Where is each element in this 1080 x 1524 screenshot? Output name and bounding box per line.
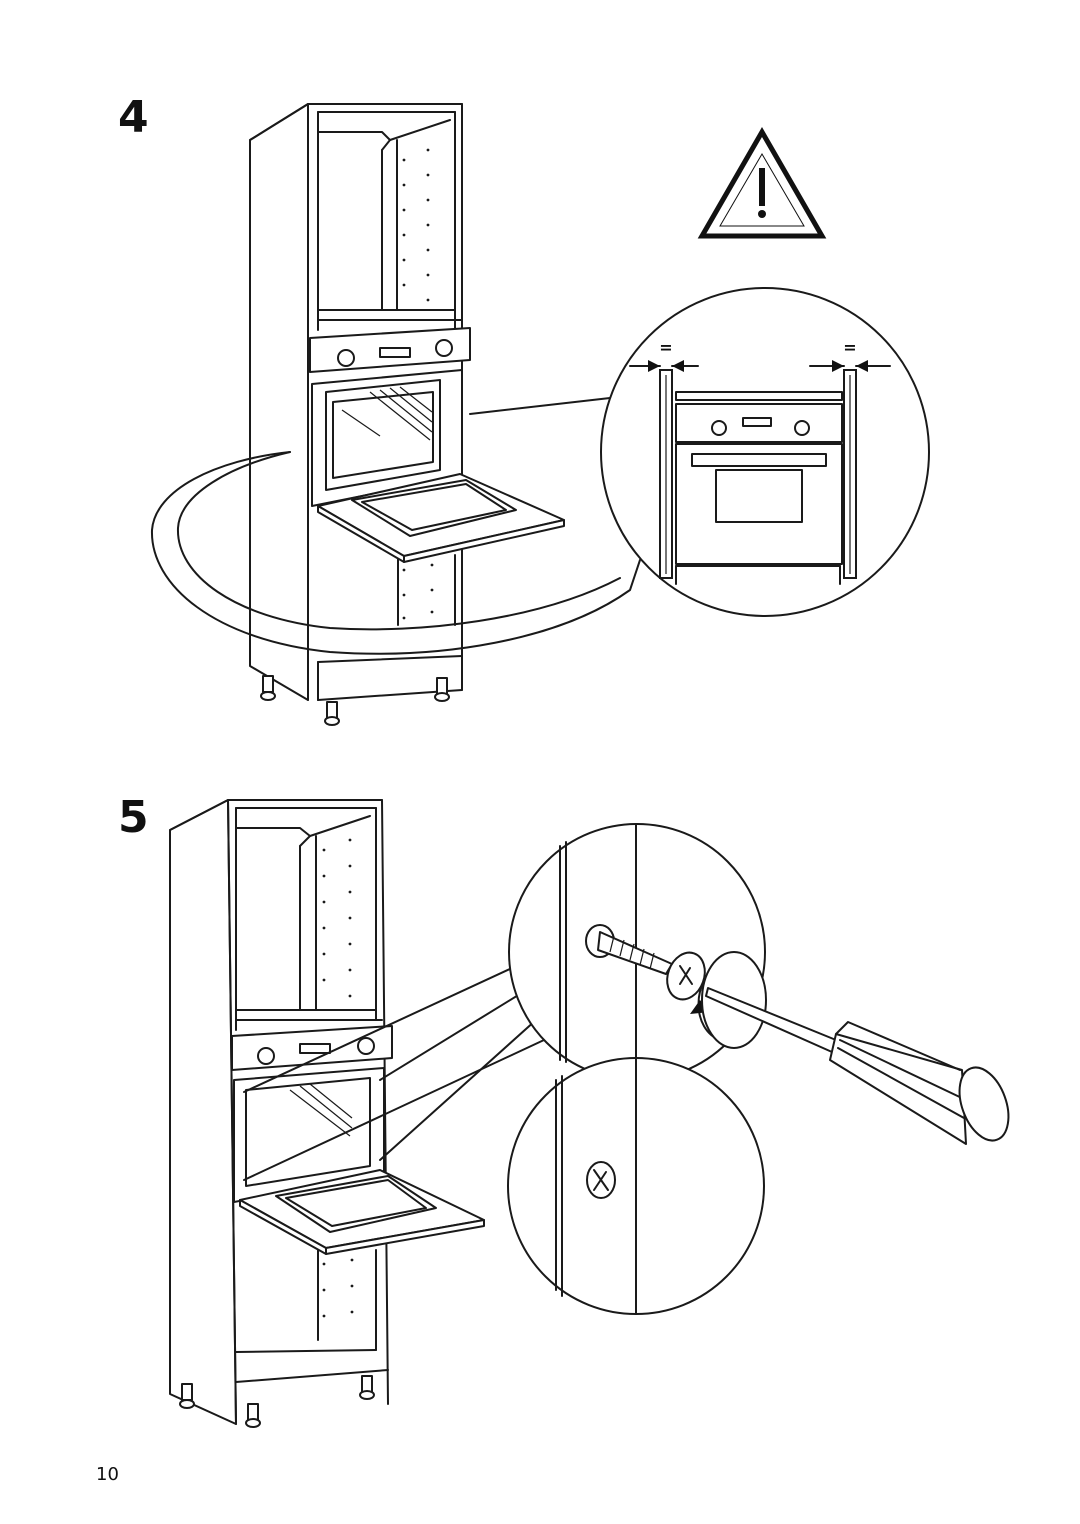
step-4-number: 4 <box>118 92 149 143</box>
step-4-illustration: = = <box>150 103 930 726</box>
tall-cabinet <box>249 103 463 726</box>
oven <box>309 327 565 563</box>
shelf-holes-2 <box>322 838 354 1318</box>
screw-result-detail <box>507 1057 765 1315</box>
gap-arrow-right <box>809 360 891 372</box>
gap-arrow-left <box>629 360 699 372</box>
gap-label-right: = <box>843 338 856 357</box>
gap-label-left: = <box>659 338 672 357</box>
step-5-number: 5 <box>118 792 149 843</box>
step-5-illustration <box>169 799 1010 1428</box>
screw-detail <box>508 823 767 1081</box>
shelf-holes <box>402 148 434 620</box>
warning-triangle-icon <box>697 126 827 239</box>
callout-swoosh <box>150 451 641 655</box>
screwdriver-icon <box>705 987 1010 1145</box>
oven-2 <box>231 967 545 1255</box>
tall-cabinet-2 <box>169 799 389 1428</box>
page-number: 10 <box>96 1464 119 1485</box>
oven-gap-detail: = = <box>600 287 930 617</box>
